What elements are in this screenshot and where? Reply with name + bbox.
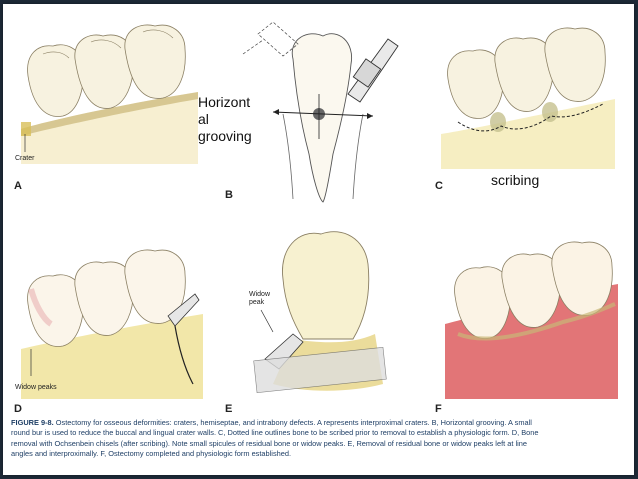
panel-b-illustration [242,21,399,203]
panel-d-illustration [21,249,203,399]
figure-caption: FIGURE 9-8. Ostectomy for osseous deform… [11,418,631,459]
caption-line-4: angles and interproximally. F, Ostectomy… [11,448,292,458]
panel-letter-b: B [225,189,233,201]
panel-e-illustration [253,231,387,394]
panel-f-illustration [445,241,618,399]
panel-letter-a: A [14,180,22,192]
panel-a-illustration [21,24,198,164]
label-scribing: scribing [491,172,540,188]
figure-illustrations [21,21,618,399]
panel-letter-f: F [435,403,442,415]
panel-c-illustration [441,27,615,169]
label-horizontal-grooving: Horizont al grooving [198,94,252,144]
figure-page: A B C D E F Crater Widow peaks Widow pea… [3,4,634,475]
caption-line-3: removal with Ochsenbein chisels (after s… [11,438,527,448]
panel-letter-d: D [14,403,22,415]
caption-line-2: round bur is used to reduce the buccal a… [11,428,539,438]
caption-figure-number: FIGURE 9-8. [11,418,54,427]
caption-line-1: FIGURE 9-8. Ostectomy for osseous deform… [11,418,532,427]
label-crater: Crater [15,155,35,162]
label-widow-peaks: Widow peaks [15,384,57,391]
panel-letter-e: E [225,403,233,415]
panel-letter-c: C [435,180,443,192]
label-widow-peak: Widow peak [249,291,271,306]
